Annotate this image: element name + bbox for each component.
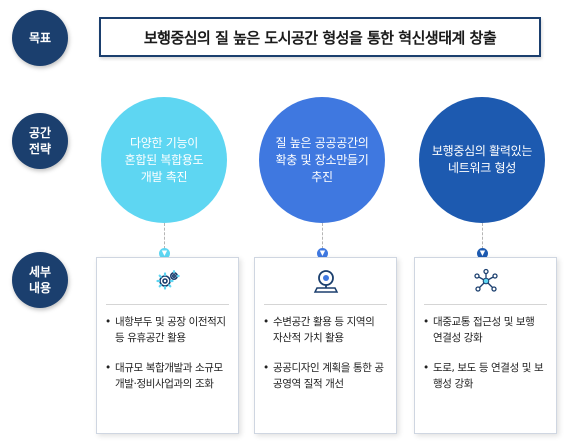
detail-divider (106, 304, 229, 305)
goal-box: 보행중심의 질 높은 도시공간 형성을 통한 혁신생태계 창출 (99, 17, 541, 57)
label-strategy-text: 공간 전략 (28, 126, 52, 156)
detail-list-3: 대중교통 접근성 및 보행 연결성 강화 도로, 보도 등 연결성 및 보 행성… (423, 314, 550, 406)
chevron-down-icon: ▼ (477, 248, 488, 259)
strategy-circle-3: 보행중심의 활력있는 네트워크 형성 (419, 97, 545, 223)
detail-divider (264, 304, 387, 305)
strategy-circle-1: 다양한 기능이 혼합된 복합용도 개발 촉진 (101, 97, 227, 223)
gears-icon (155, 270, 180, 290)
strategy-text-2: 질 높은 공공공간의 확충 및 장소만들기 추진 (275, 135, 369, 184)
detail-list-1: 내항부두 및 공장 이전적지 등 유휴공간 활용 대규모 복합개발과 소규모 개… (105, 314, 232, 406)
detail-divider (424, 304, 547, 305)
list-item: 도로, 보도 등 연결성 및 보 행성 강화 (423, 360, 550, 392)
label-goal: 목표 (12, 10, 68, 66)
goal-text: 보행중심의 질 높은 도시공간 형성을 통한 혁신생태계 창출 (143, 28, 497, 47)
list-item: 대중교통 접근성 및 보행 연결성 강화 (423, 314, 550, 346)
detail-list-2: 수변공간 활용 등 지역의 자산적 가치 활용 공공디자인 계획을 통한 공 공… (263, 314, 390, 406)
list-item: 수변공간 활용 등 지역의 자산적 가치 활용 (263, 314, 390, 346)
detail-box-3: 대중교통 접근성 및 보행 연결성 강화 도로, 보도 등 연결성 및 보 행성… (414, 257, 557, 434)
strategy-text-3: 보행중심의 활력있는 네트워크 형성 (431, 144, 533, 175)
label-detail-text: 세부 내용 (28, 265, 52, 295)
map-pin-icon (313, 270, 338, 293)
list-item: 공공디자인 계획을 통한 공 공영역 질적 개선 (263, 360, 390, 392)
network-icon (473, 268, 498, 292)
label-detail: 세부 내용 (12, 252, 68, 308)
label-goal-text: 목표 (28, 31, 52, 45)
connector-1 (164, 223, 165, 249)
connector-2 (322, 223, 323, 249)
chevron-down-icon: ▼ (317, 248, 328, 259)
chevron-down-icon: ▼ (159, 248, 170, 259)
strategy-circle-2: 질 높은 공공공간의 확충 및 장소만들기 추진 (259, 97, 385, 223)
list-item: 대규모 복합개발과 소규모 개발·정비사업과의 조화 (105, 360, 232, 392)
connector-3 (482, 223, 483, 249)
detail-box-2: 수변공간 활용 등 지역의 자산적 가치 활용 공공디자인 계획을 통한 공 공… (254, 257, 397, 434)
label-strategy: 공간 전략 (12, 113, 68, 169)
list-item: 내항부두 및 공장 이전적지 등 유휴공간 활용 (105, 314, 232, 346)
detail-box-1: 내항부두 및 공장 이전적지 등 유휴공간 활용 대규모 복합개발과 소규모 개… (96, 257, 239, 434)
strategy-text-1: 다양한 기능이 혼합된 복합용도 개발 촉진 (124, 135, 204, 184)
